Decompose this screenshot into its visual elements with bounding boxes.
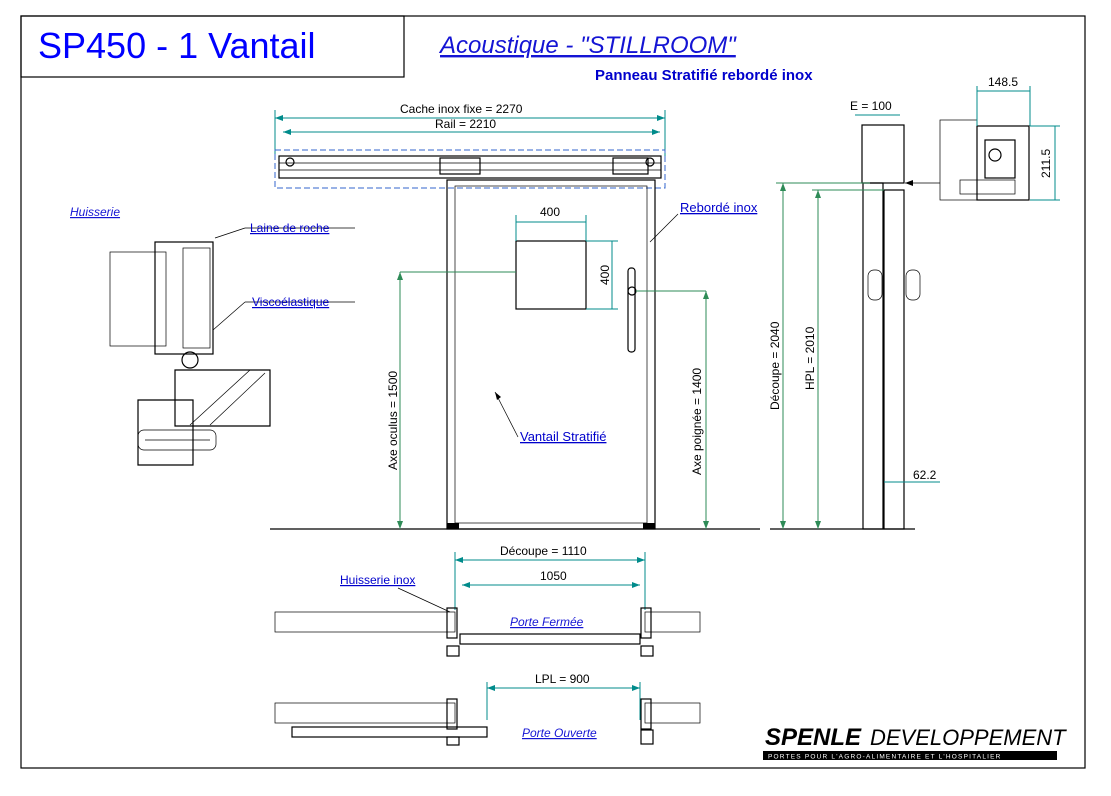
panel-label: Panneau Stratifié rebordé inox xyxy=(595,67,813,84)
logo-tagline: PORTES POUR L'AGRO-ALIMENTAIRE ET L'HOSP… xyxy=(768,754,1002,761)
huisserie-inox-label: Huisserie inox xyxy=(340,573,415,587)
oculus-height: 400 xyxy=(598,265,612,285)
page-title: SP450 - 1 Vantail xyxy=(38,25,316,66)
sheet-border xyxy=(20,15,1086,769)
porte-fermee-label: Porte Fermée xyxy=(510,615,584,629)
oculus-window xyxy=(515,240,587,310)
plan-open: LPL = 900 Porte Ouverte xyxy=(274,672,701,746)
huisserie-detail: Huisserie Laine de roche Viscoélastique xyxy=(70,205,355,466)
huisserie-title: Huisserie xyxy=(70,205,120,219)
visco-label: Viscoélastique xyxy=(252,295,329,309)
cache-dim: Cache inox fixe = 2270 xyxy=(400,102,523,116)
logo-brand: SPENLE xyxy=(765,724,862,751)
axe-poignee: Axe poignée = 1400 xyxy=(690,368,704,475)
e-dim: E = 100 xyxy=(850,99,892,113)
w1050-dim: 1050 xyxy=(540,569,567,583)
logo-brand2: DEVELOPPEMENT xyxy=(870,725,1067,750)
door-handle xyxy=(627,267,636,353)
front-vertical-dims: Axe oculus = 1500 Axe poignée = 1400 xyxy=(386,271,709,529)
axe-oculus: Axe oculus = 1500 xyxy=(386,371,400,470)
decoupe-width: Découpe = 1110 xyxy=(500,544,587,558)
rail-dim: Rail = 2210 xyxy=(435,117,496,131)
side-section: Découpe = 2040 HPL = 2010 E = 100 62.2 xyxy=(768,99,940,530)
lpl-dim: LPL = 900 xyxy=(535,672,590,686)
plan-closed: Découpe = 1110 1050 Porte Fermée Huisser… xyxy=(274,544,701,657)
oculus-width: 400 xyxy=(540,205,560,219)
decoupe-height: Découpe = 2040 xyxy=(768,321,782,410)
top-dimensions: Cache inox fixe = 2270 Rail = 2210 xyxy=(274,102,666,160)
d148-dim: 148.5 xyxy=(988,75,1018,89)
laine-label: Laine de roche xyxy=(250,221,330,235)
rail-detail: 148.5 211.5 xyxy=(905,75,1060,201)
subtitle: Acoustique - "STILLROOM" xyxy=(438,32,737,59)
title-box xyxy=(20,15,405,78)
company-logo: SPENLE DEVELOPPEMENT PORTES POUR L'AGRO-… xyxy=(763,724,1067,761)
d211-dim: 211.5 xyxy=(1039,149,1053,178)
rail-assembly xyxy=(274,149,666,189)
door-leaf: 400 400 xyxy=(270,179,760,530)
rebord-label: Rebordé inox xyxy=(680,200,758,215)
hpl-height: HPL = 2010 xyxy=(803,326,817,390)
porte-ouverte-label: Porte Ouverte xyxy=(522,726,597,740)
d62-dim: 62.2 xyxy=(913,468,937,482)
vantail-label: Vantail Stratifié xyxy=(520,429,606,444)
